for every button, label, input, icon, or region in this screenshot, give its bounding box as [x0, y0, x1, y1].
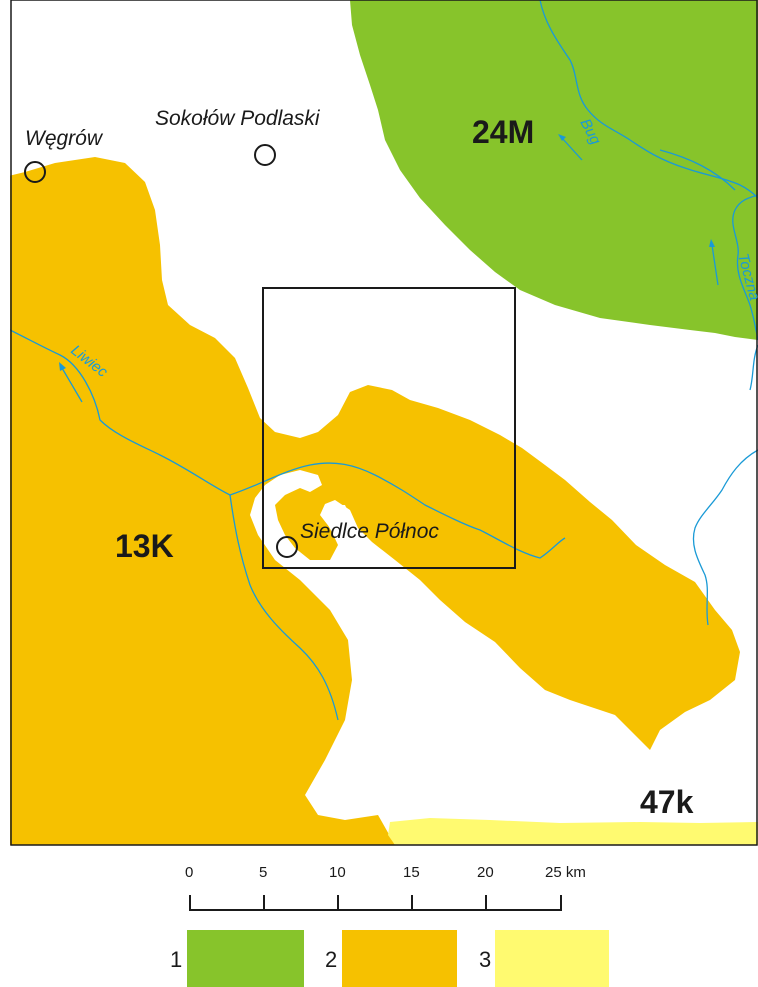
legend-number-1: 1	[170, 947, 182, 972]
legend-swatch-1	[187, 930, 304, 987]
sokolow-label: Sokołów Podlaski	[155, 107, 321, 130]
scale-tick-15: 15	[403, 864, 420, 881]
zone-47k-label: 47k	[640, 784, 694, 820]
river-east-stream	[692, 449, 758, 626]
map-area	[10, 0, 758, 845]
siedlce-label: Siedlce Północ	[300, 520, 439, 543]
siedlce-marker	[276, 536, 298, 558]
zone-24m-area	[350, 0, 758, 340]
river-liwiec-tributary	[229, 494, 339, 721]
wegrow-label: Węgrów	[25, 127, 104, 150]
sokolow-marker	[254, 144, 276, 166]
river-toczna	[732, 194, 758, 341]
legend: 1 2 3	[170, 930, 609, 987]
siedlce-inlet	[328, 505, 352, 538]
study-area-box	[262, 287, 516, 569]
river-bug-tributary	[659, 149, 736, 191]
liwiec-flow-arrow	[59, 362, 83, 403]
wegrow-marker	[24, 161, 46, 183]
scale-tick-0: 0	[185, 864, 193, 881]
scale-bar: 0 5 10 15 20 25 km	[185, 864, 586, 911]
scale-tick-5: 5	[259, 864, 267, 881]
legend-swatch-2	[342, 930, 457, 987]
toczna-flow-arrow	[709, 239, 719, 286]
map-frame	[10, 0, 758, 846]
scale-tick-25: 25 km	[545, 864, 586, 881]
zone-47k-area	[388, 818, 758, 845]
river-liwiec	[10, 329, 566, 559]
scale-tick-20: 20	[477, 864, 494, 881]
bug-flow-arrow	[558, 134, 583, 161]
zone-13k-area	[10, 157, 740, 845]
zone-13k-label: 13K	[115, 528, 174, 564]
river-bug	[539, 0, 758, 199]
zone-24m-label: 24M	[472, 114, 534, 150]
scale-tick-10: 10	[329, 864, 346, 881]
legend-number-2: 2	[325, 947, 337, 972]
legend-swatch-3	[495, 930, 609, 987]
legend-number-3: 3	[479, 947, 491, 972]
